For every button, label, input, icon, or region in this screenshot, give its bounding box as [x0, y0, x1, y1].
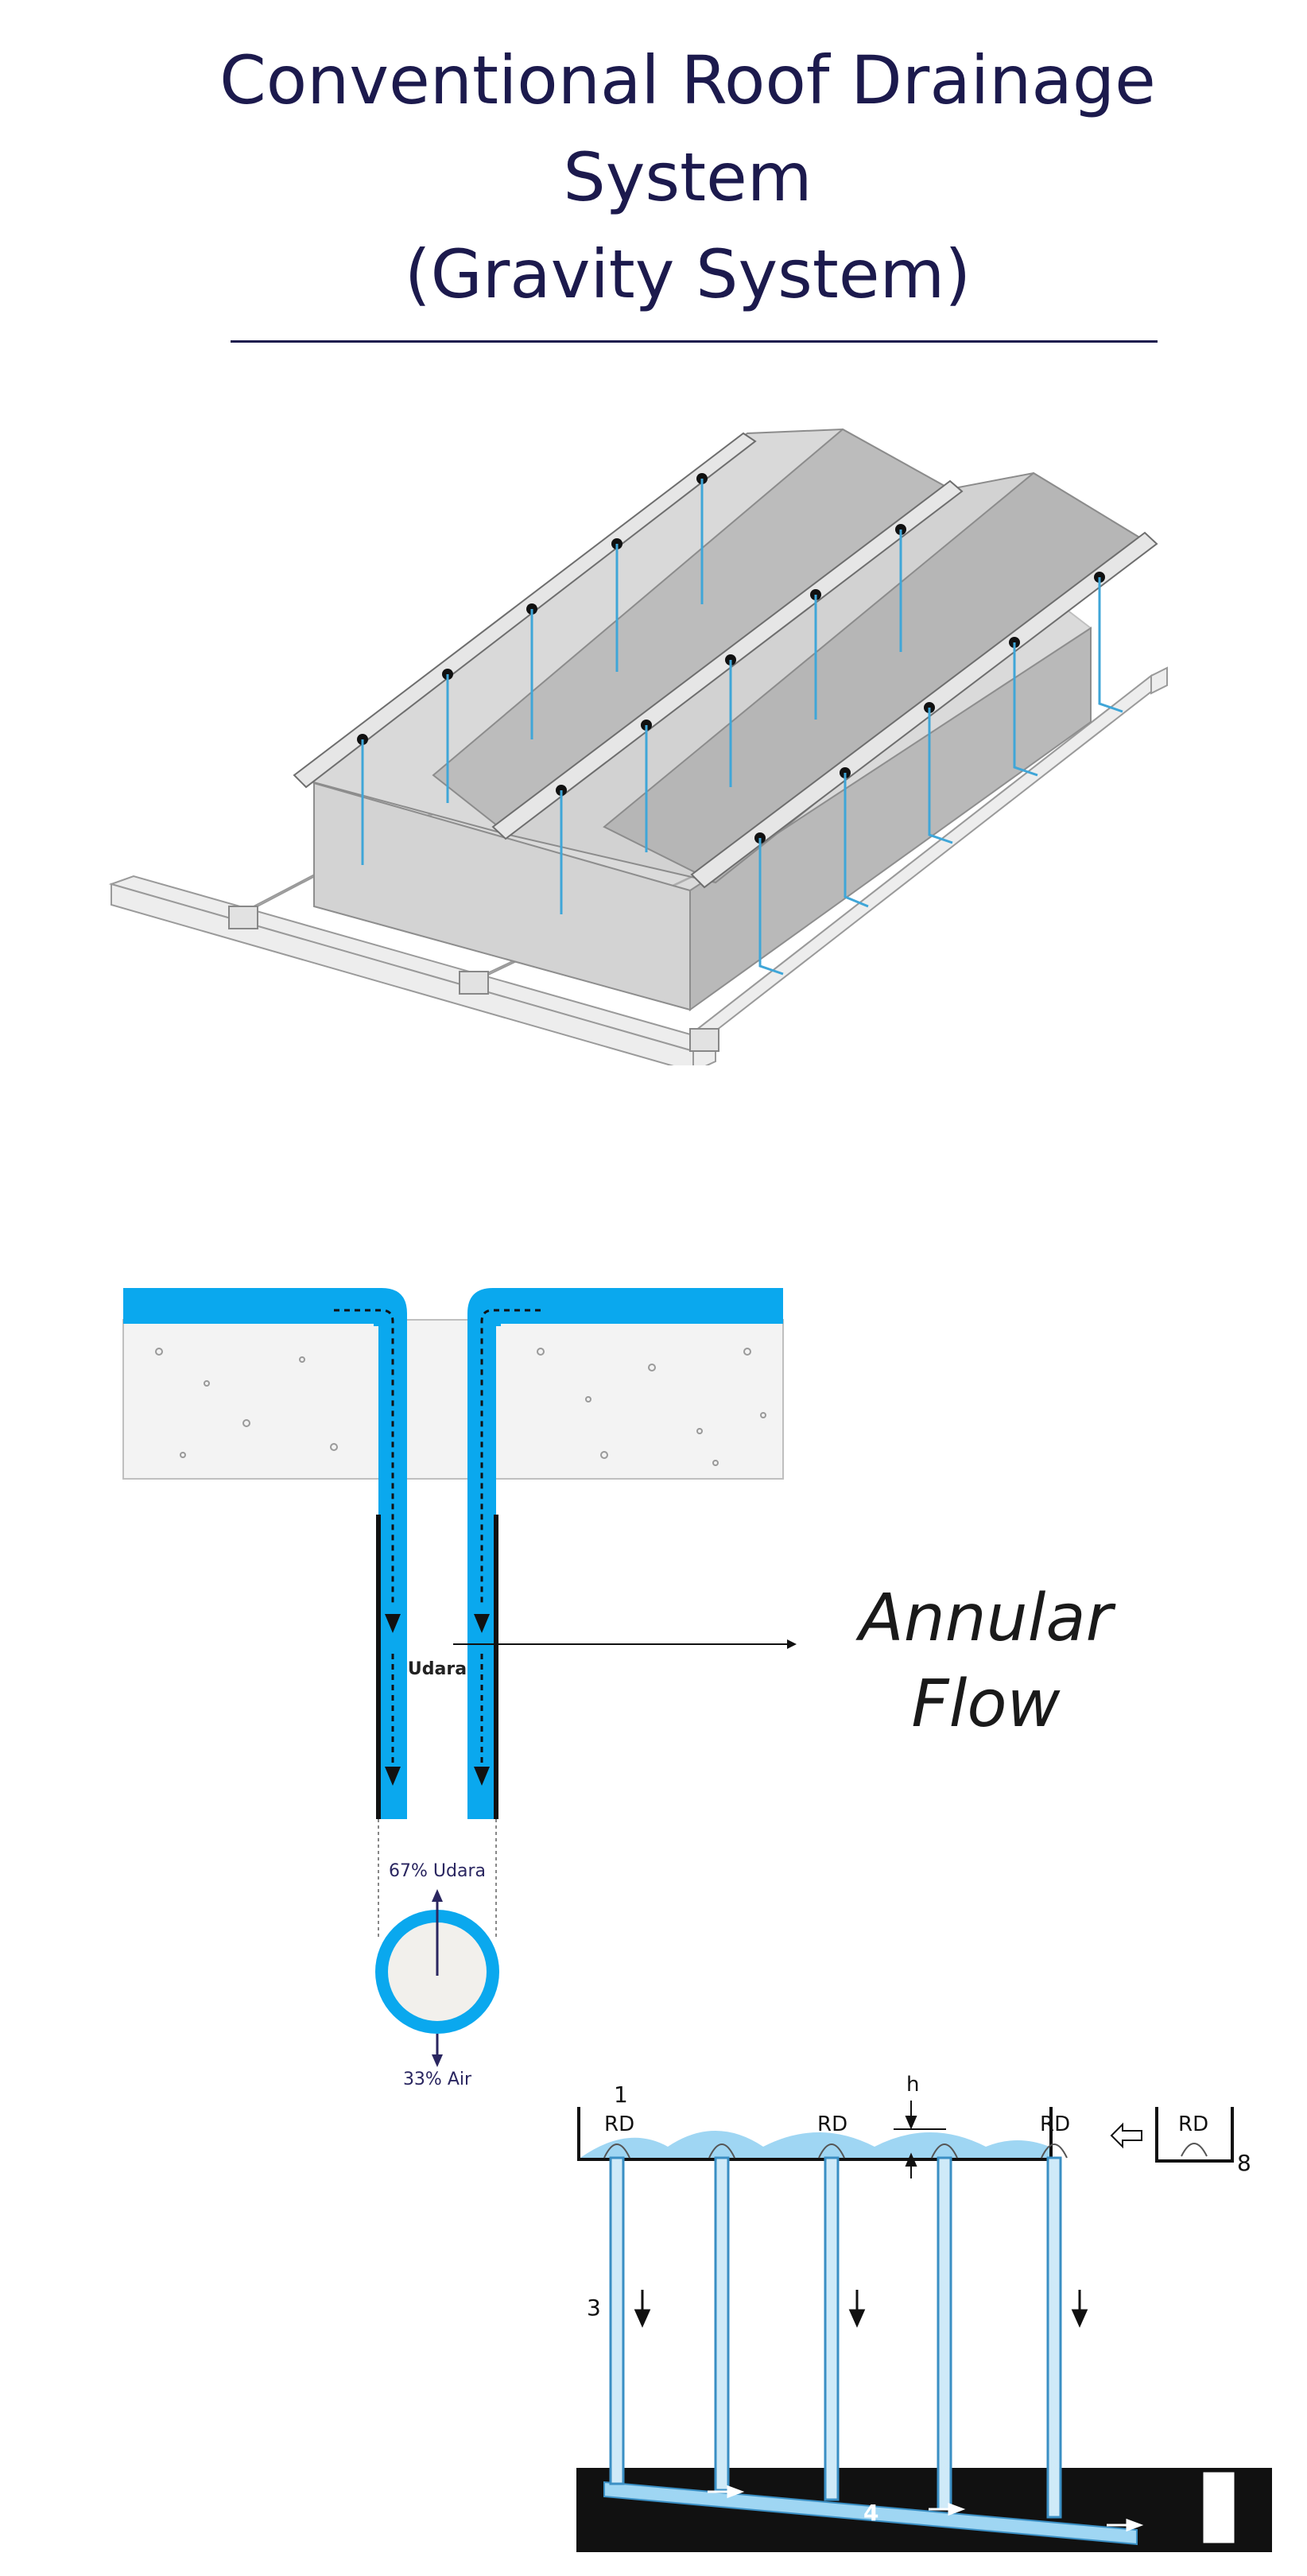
concrete-slab [122, 1319, 784, 1480]
air-percentage-label: 67% Udara [389, 1861, 486, 1881]
outlet-number-label: 1 [614, 2081, 628, 2108]
title-line-3: (Gravity System) [404, 235, 972, 313]
flow-arrows [334, 1309, 541, 1765]
isometric-building-illustration [108, 428, 1168, 1065]
siphon-downpipes [609, 2156, 1062, 2519]
collector-flow-arrows [708, 2485, 1144, 2532]
roof-drain-label-3: RD [1040, 2112, 1070, 2136]
roof-drain-label-2: RD [817, 2112, 847, 2136]
height-dimension [894, 2101, 946, 2178]
pipe-number-label: 3 [587, 2295, 601, 2321]
gutter-water [580, 2131, 1049, 2158]
roof-gutter [577, 2107, 1053, 2161]
roof-drain-label-4: RD [1178, 2112, 1208, 2136]
overflow-number-label: 8 [1237, 2150, 1251, 2176]
roof-faces [300, 428, 1146, 884]
ground-slab [576, 2468, 1272, 2552]
water-percentage-label: 33% Air [403, 2070, 472, 2089]
annular-flow-label-line-2: Flow [911, 1666, 1061, 1742]
collector-number-label: 4 [863, 2500, 878, 2526]
roof-drain-domes [603, 2143, 1208, 2159]
annular-flow-diagram: Udara 67% Udara 33% Air [122, 1288, 797, 2089]
downpipes [361, 479, 1123, 976]
roof-drain-label-1: RD [604, 2112, 634, 2136]
downward-flow-arrows [634, 2290, 1088, 2328]
collector-pipe [603, 2481, 1138, 2546]
annular-flow-label: Annular Flow [835, 1576, 1137, 1748]
inflow-arrow-icon [1110, 2122, 1142, 2149]
outlet-chamber [1200, 2469, 1237, 2546]
annular-flow-label-line-1: Annular [859, 1581, 1113, 1656]
title-line-2: System [563, 138, 813, 216]
overflow-gutter [1155, 2107, 1234, 2163]
title-divider [231, 340, 1158, 343]
roof-water-left [123, 1288, 407, 1326]
junction-boxes [228, 906, 719, 1052]
title-line-1: Conventional Roof Drainage [219, 41, 1156, 119]
water-height-label: h [906, 2073, 919, 2097]
roof-drainage-section-diagram: 1 RD RD RD RD h 3 4 8 [576, 2073, 1272, 2552]
flow-arrowheads [385, 1614, 490, 1786]
roof-water-right [467, 1288, 783, 1326]
aggregate-speckles [155, 1348, 766, 1466]
page-title: Conventional Roof Drainage System (Gravi… [0, 32, 1307, 323]
air-label: Udara [408, 1659, 467, 1679]
